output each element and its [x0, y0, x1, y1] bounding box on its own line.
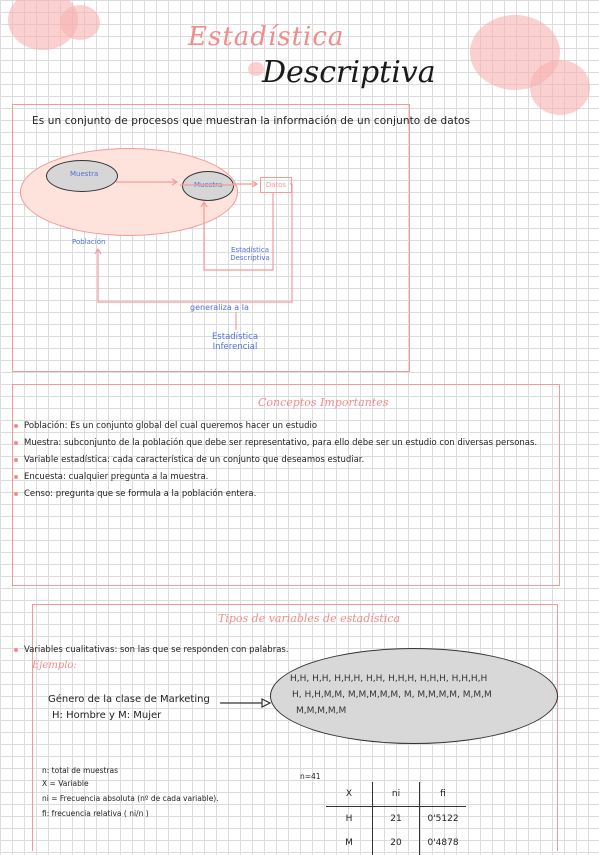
list-item: Encuesta: cualquier pregunta a la muestr… [14, 469, 574, 486]
ejemplo-line2: H: Hombre y M: Mujer [52, 710, 162, 721]
table-cell: 20 [372, 831, 420, 855]
hm-line3: M,M,M,M,M [296, 706, 347, 716]
intro-text: Es un conjunto de procesos que muestran … [32, 115, 471, 127]
list-item: Variables cualitativas: son las que se r… [14, 642, 289, 659]
table-header: X [326, 782, 373, 807]
table-cell: 21 [372, 806, 420, 831]
list-item: Población: Es un conjunto global del cua… [14, 418, 574, 435]
table-header: fi [440, 789, 446, 799]
generaliza-label: generaliza a la [190, 303, 249, 312]
nota-ni: ni = Frecuencia absoluta (nº de cada var… [42, 794, 219, 803]
table-row: H 21 0'5122 [326, 806, 466, 831]
poblacion-label: Población [72, 238, 106, 246]
conceptos-list: Población: Es un conjunto global del cua… [14, 418, 574, 503]
flower-decoration-center [248, 62, 264, 76]
tipos-title: Tipos de variables de estadística [218, 612, 401, 625]
page-title-line1: Estadística [188, 22, 345, 52]
nota-n: n: total de muestras [42, 766, 119, 775]
nota-x: X = Variable [42, 779, 89, 788]
flower-decoration-left-2 [60, 5, 100, 40]
page-title-line2: Descriptiva [262, 55, 436, 90]
muestra-ellipse [46, 160, 118, 192]
table-cell: 0'5122 [427, 814, 459, 824]
conceptos-title: Conceptos Importantes [258, 396, 389, 409]
table-row: M 20 0'4878 [326, 831, 466, 855]
table-cell: H [326, 806, 373, 831]
hm-ellipse [270, 648, 558, 744]
table-header: ni [372, 782, 420, 807]
list-item: Variable estadística: cada característic… [14, 452, 574, 469]
table-header-row: X ni fi [326, 782, 466, 807]
ejemplo-label: Ejemplo: [32, 660, 77, 671]
estadistica-inferencial-label: Estadística Inferencial [211, 332, 259, 352]
tipos-box [32, 604, 558, 851]
nota-fi: fi: frecuencia relativa ( ni/n ) [42, 809, 149, 818]
frequency-table: X ni fi H 21 0'5122 M 20 0'4878 [326, 782, 466, 855]
table-cell: M [326, 831, 373, 855]
muestra-label-1: Muestra [70, 170, 99, 178]
table-cell: 0'4878 [427, 838, 459, 848]
tipos-list: Variables cualitativas: son las que se r… [14, 642, 289, 659]
estadistica-descriptiva-label: Estadística Descriptiva [230, 246, 270, 262]
conceptos-box [12, 384, 560, 586]
list-item: Muestra: subconjunto de la población que… [14, 435, 574, 452]
table-n-label: n=41 [300, 772, 321, 781]
list-item: Censo: pregunta que se formula a la pobl… [14, 486, 574, 503]
ejemplo-line1: Género de la clase de Marketing [48, 694, 210, 705]
hm-line1: H,H, H,H, H,H,H, H,H, H,H,H, H,H,H, H,H,… [290, 674, 488, 684]
hm-line2: H, H,H,M,M, M,M,M,M,M, M, M,M,M,M, M,M,M [292, 690, 492, 700]
muestra-ellipse-2 [182, 171, 234, 201]
flower-decoration-right-2 [530, 60, 590, 115]
intro-box [12, 104, 410, 372]
